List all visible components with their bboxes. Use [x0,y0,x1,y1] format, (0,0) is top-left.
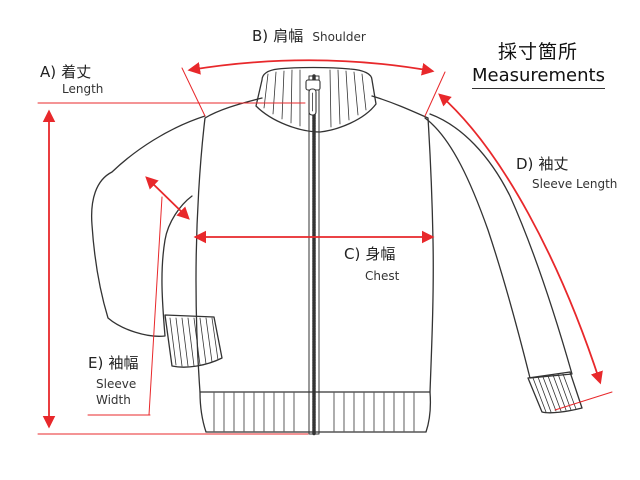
chest-label: C) 身幅 [344,245,395,263]
chest-letter: C) [344,245,361,263]
length-label: A) 着丈 [40,63,91,81]
sleeve-length-en: Sleeve Length [532,177,618,191]
left-cuff [164,314,223,368]
sleeve-length-label: D) 袖丈 [516,155,569,173]
length-en: Length [62,82,104,96]
hem-band [199,391,432,433]
hem-ribbing [213,392,415,432]
sleeve-width-label: E) 袖幅 [88,354,138,372]
collar-ribbing [263,69,367,128]
jacket-illustration [90,66,583,436]
sleeve-width-leader [148,196,163,416]
left-cuff-ribbing [169,317,219,367]
shoulder-arrow [187,59,435,76]
header-title-jp: 採寸箇所 [498,41,579,63]
left-sleeve [90,115,206,337]
chest-en: Chest [365,269,400,283]
zipper-pull [305,79,321,116]
sleeve-width-jp: 袖幅 [108,354,139,372]
sleeve-width-en-line1: Sleeve [96,377,137,391]
sleeve-width-arrow [145,176,190,220]
shoulder-right-tick [424,71,446,117]
shoulder-label: B) 肩幅 Shoulder [252,27,366,45]
sleeve-length-jp: 袖丈 [538,155,569,173]
shoulder-left-tick [181,67,206,117]
sleeve-width-en-line2: Width [96,393,131,407]
sleeve-length-arrow [438,93,603,385]
measurement-arrows [37,59,613,435]
shoulder-jp: 肩幅 [273,27,304,45]
chest-jp: 身幅 [365,245,396,263]
sleeve-length-letter: D) [516,155,534,173]
length-jp: 着丈 [61,63,92,81]
length-letter: A) [40,63,57,81]
shoulder-en: Shoulder [312,30,366,44]
sleeve-width-letter: E) [88,354,104,372]
header-title-en: Measurements [472,65,605,89]
sleeve-length-bottom-tick [554,391,613,411]
shoulder-letter: B) [252,27,269,45]
right-sleeve [424,113,573,379]
right-cuff [527,371,583,414]
